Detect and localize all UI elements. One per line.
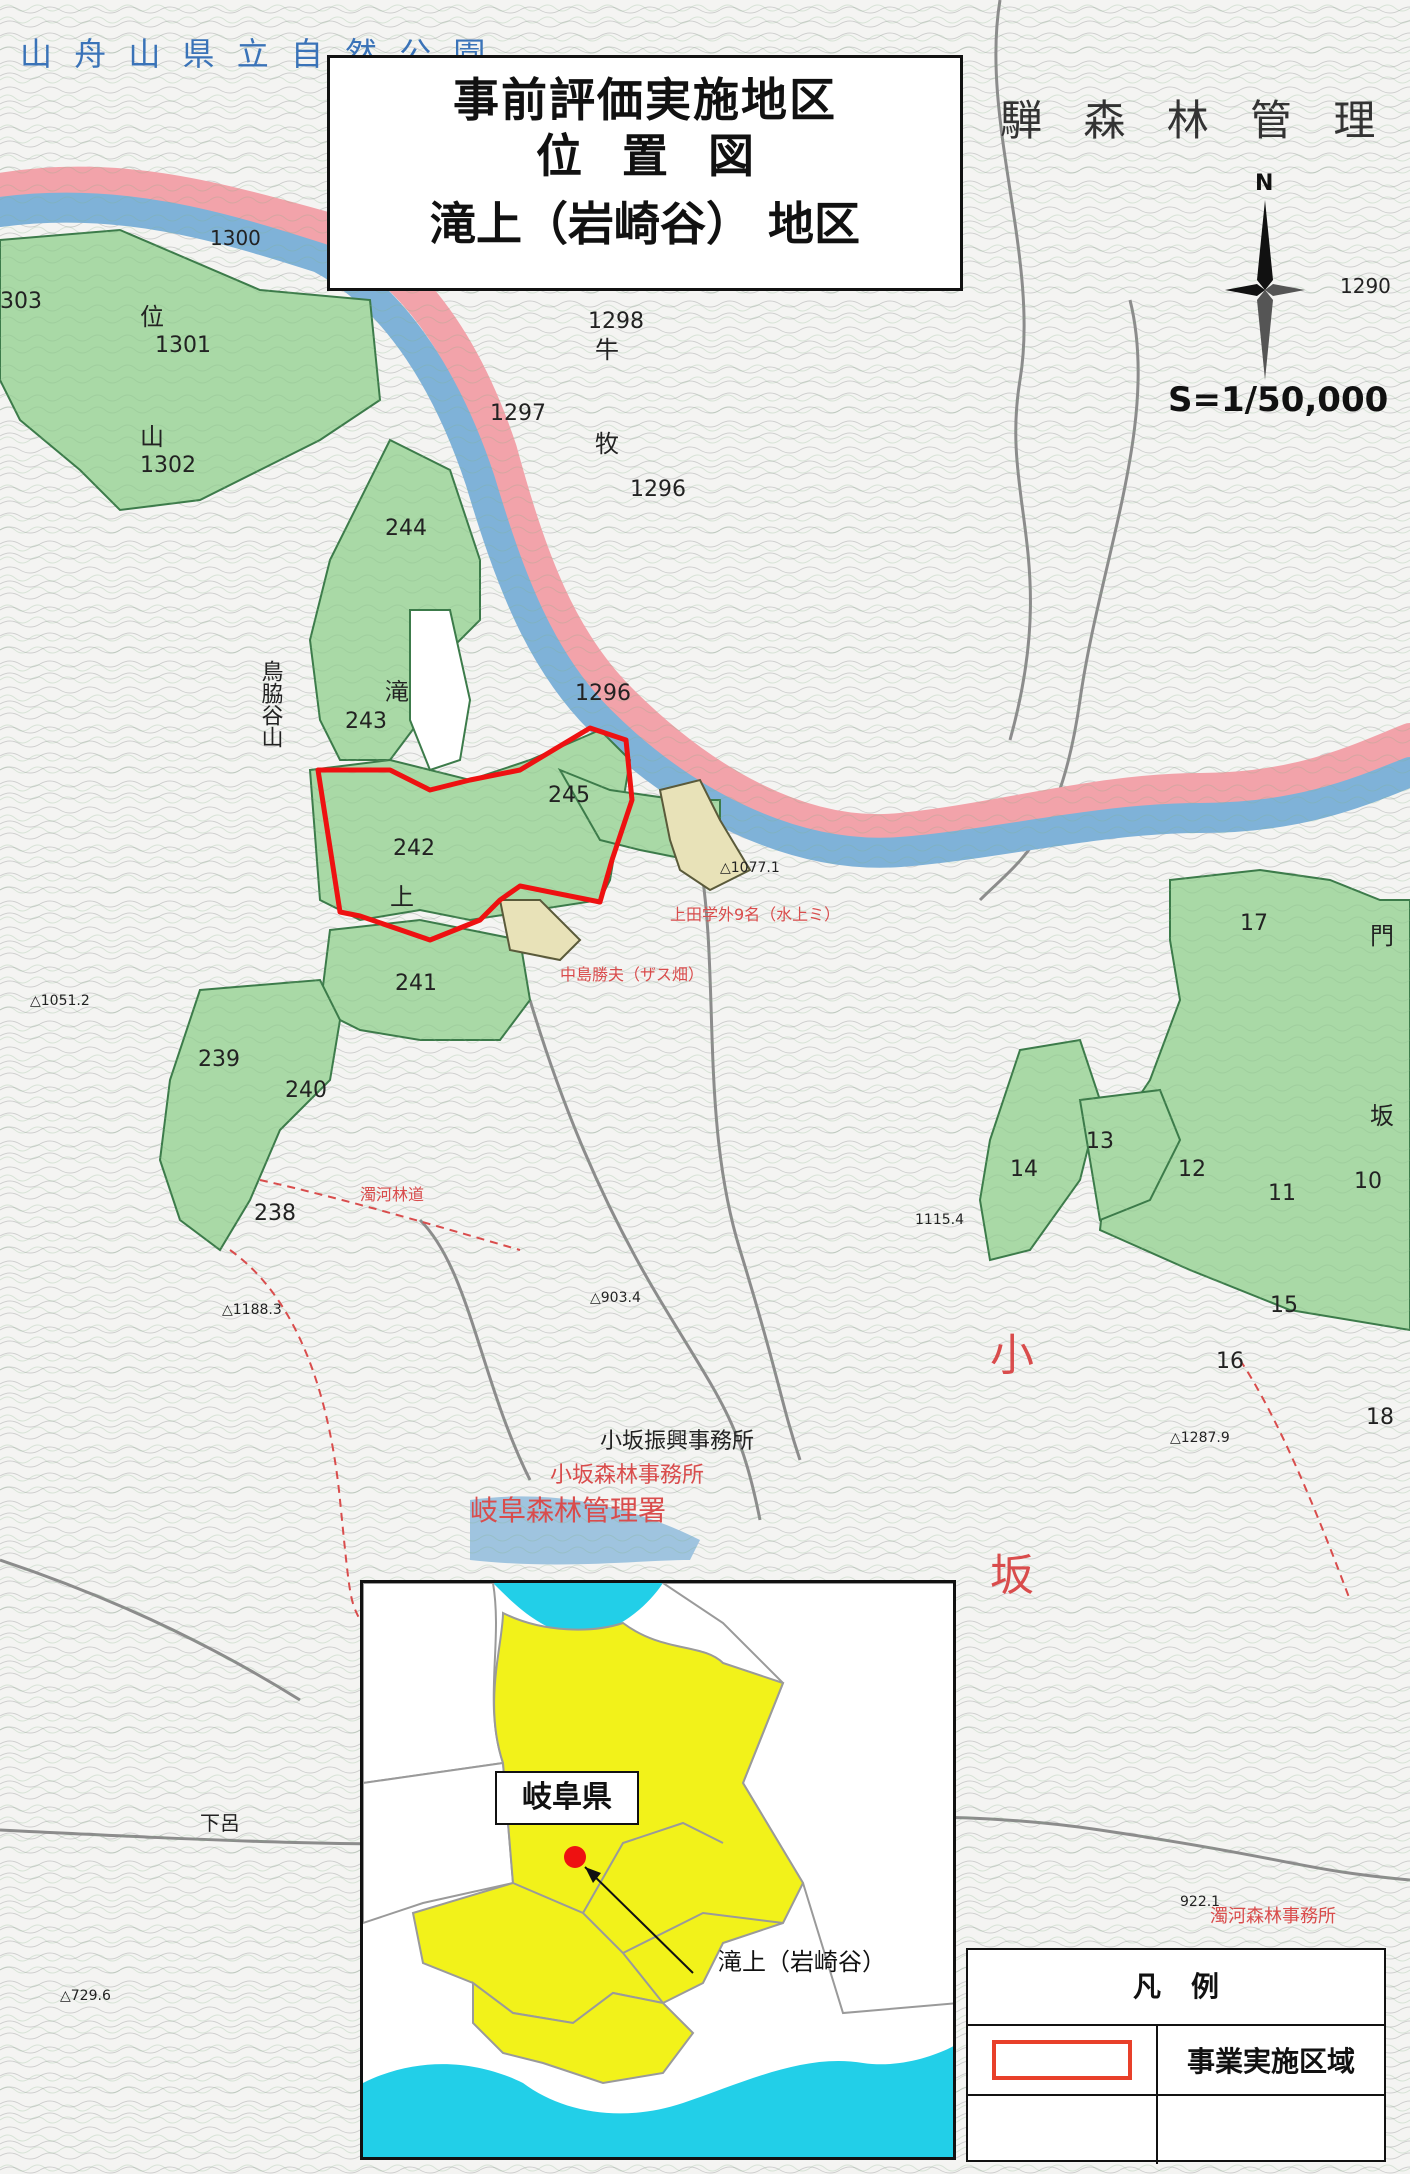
compartment-label: 1302: [140, 453, 196, 478]
site-marker[interactable]: [564, 1846, 586, 1868]
compartment-label: 238: [254, 1201, 296, 1226]
compartment-label: 1297: [490, 401, 546, 426]
title-line-2: 位置図: [536, 129, 794, 183]
elev-5: △1287.9: [1170, 1430, 1230, 1446]
kamita-label: 上田学外9名（水上ミ）: [670, 905, 840, 924]
town-office-label: 小坂振興事務所: [600, 1429, 754, 1454]
mon-label: 門: [1370, 922, 1394, 950]
legend-header: 凡例: [968, 1950, 1384, 2026]
elev-3: △903.4: [590, 1290, 641, 1306]
ushi-label: 牛: [595, 336, 619, 364]
project-area-outline[interactable]: [315, 725, 635, 943]
compartment-label: 11: [1268, 1181, 1296, 1206]
compartment-label: 14: [1010, 1157, 1038, 1182]
road-label: 濁河林道: [360, 1185, 424, 1204]
compartment-label: 240: [285, 1078, 327, 1103]
compartment-label: 303: [0, 289, 42, 314]
project-area-swatch: [992, 2040, 1132, 2080]
hamlet-taki-label: 滝: [385, 678, 409, 706]
compartment-label: 242: [393, 836, 435, 861]
office-top-right-label: 騨 森 林 管 理: [1000, 96, 1389, 145]
title-line-1: 事前評価実施地区: [453, 73, 837, 127]
inset-map: 岐阜県: [360, 1580, 956, 2160]
elev-8: 1115.4: [915, 1212, 964, 1228]
compartment-label: 245: [548, 783, 590, 808]
compartment-label: 17: [1240, 911, 1268, 936]
elev-2: △1188.3: [222, 1302, 282, 1318]
site-pointer-label: 滝上（岩崎谷）: [718, 1948, 886, 1976]
maki-label: 牧: [595, 430, 619, 458]
mountain-label: 鳥脇谷山: [258, 660, 284, 748]
scale-label: S=1/50,000: [1168, 380, 1389, 420]
big-char-saka: 坂: [990, 1550, 1034, 1601]
prefecture-label: 岐阜県: [495, 1771, 639, 1825]
legend: 凡例 事業実施区域: [966, 1948, 1386, 2164]
elev-4: △1077.1: [720, 860, 780, 876]
nakajima-label: 中島勝夫（ザス畑）: [560, 965, 704, 984]
kurai-label: 位: [140, 303, 164, 331]
inset-office-label: 濁河森林事務所: [1210, 1906, 1336, 1927]
compartment-label: 10: [1354, 1169, 1382, 1194]
legend-item-label: 事業実施区域: [1186, 2045, 1355, 2078]
compartment-label: 15: [1270, 1293, 1298, 1318]
gifu-office-label: 岐阜森林管理署: [470, 1494, 666, 1527]
compartment-label: 16: [1216, 1349, 1244, 1374]
north-arrow-icon: N: [1225, 171, 1305, 380]
title-box: 事前評価実施地区 位置図 滝上（岩崎谷） 地区: [327, 55, 963, 291]
compartment-label: 18: [1366, 1405, 1394, 1430]
compartment-label: 241: [395, 971, 437, 996]
elev-7: 922.1: [1180, 1894, 1220, 1910]
saka-label: 坂: [1370, 1102, 1394, 1130]
compartment-label: 1296: [575, 681, 631, 706]
compartment-label: 244: [385, 516, 427, 541]
compartment-label: 13: [1086, 1129, 1114, 1154]
compartment-label: 1298: [588, 309, 644, 334]
forest-office-label: 小坂森林事務所: [550, 1463, 704, 1488]
legend-row: 事業実施区域: [968, 2026, 1384, 2096]
legend-symbol-empty: [968, 2096, 1158, 2164]
compartment-label: 243: [345, 709, 387, 734]
legend-symbol: [968, 2026, 1158, 2094]
elev-6: △729.6: [60, 1988, 111, 2004]
big-char-ko: 小: [990, 1330, 1034, 1381]
compartment-label: 1301: [155, 333, 211, 358]
elev-1: △1051.2: [30, 993, 90, 1009]
compartment-label: 12: [1178, 1157, 1206, 1182]
num-1300: 1300: [210, 226, 261, 250]
title-line-3: 滝上（岩崎谷） 地区: [429, 197, 860, 251]
hamlet-kami-label: 上: [390, 883, 414, 911]
legend-item-empty: [1158, 2096, 1384, 2164]
north-label: N: [1255, 171, 1273, 196]
num-1290: 1290: [1340, 274, 1391, 298]
yama-label: 山: [140, 423, 164, 451]
legend-row-empty: [968, 2096, 1384, 2164]
compartment-label: 1296: [630, 477, 686, 502]
gero-label: 下呂: [200, 1811, 240, 1835]
compartment-label: 239: [198, 1047, 240, 1072]
